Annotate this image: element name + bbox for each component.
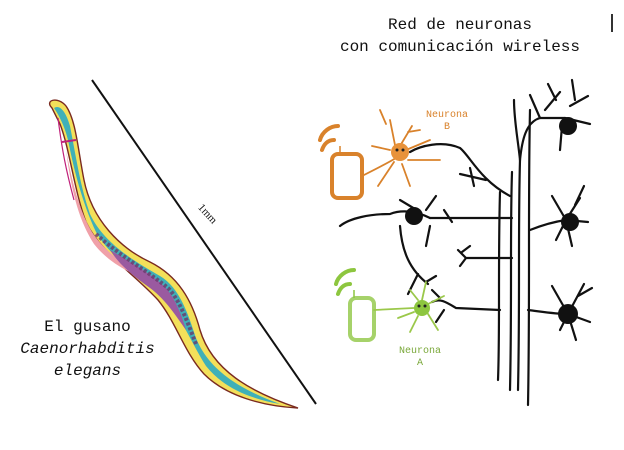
neuron-body [405,207,423,225]
title-line-1: Red de neuronas [387,16,533,34]
neuron-a-label: Neurona A [385,346,455,370]
c-elegans-worm-icon [48,99,299,409]
neuron-body [559,117,577,135]
neuron-icon [361,109,441,187]
worm-caption-line-1: El gusano [44,318,131,336]
neuron-body [561,213,579,231]
neuron-b-label: Neurona B [412,110,482,134]
wifi-signal-icon [334,268,356,296]
scale-bar [91,79,317,405]
neuron-body [558,304,578,324]
neuron-icon [373,281,445,333]
neuron-a-letter: A [416,358,423,369]
neuron-b-name: Neurona [425,110,468,121]
worm-species-genus: Caenorhabditis [20,340,155,358]
smartphone-icon [348,290,376,342]
smartphone-icon [330,146,364,200]
text-cursor [611,14,613,32]
worm-caption: El gusano Caenorhabditis elegans [0,316,175,382]
title-line-2: con comunicación wireless [339,38,581,56]
neuron-b-letter: B [443,122,450,133]
diagram-title: Red de neuronas con comunicación wireles… [300,14,620,58]
neuron-a-name: Neurona [398,346,441,357]
worm-species-name: elegans [53,362,122,380]
wifi-signal-icon [318,124,340,152]
